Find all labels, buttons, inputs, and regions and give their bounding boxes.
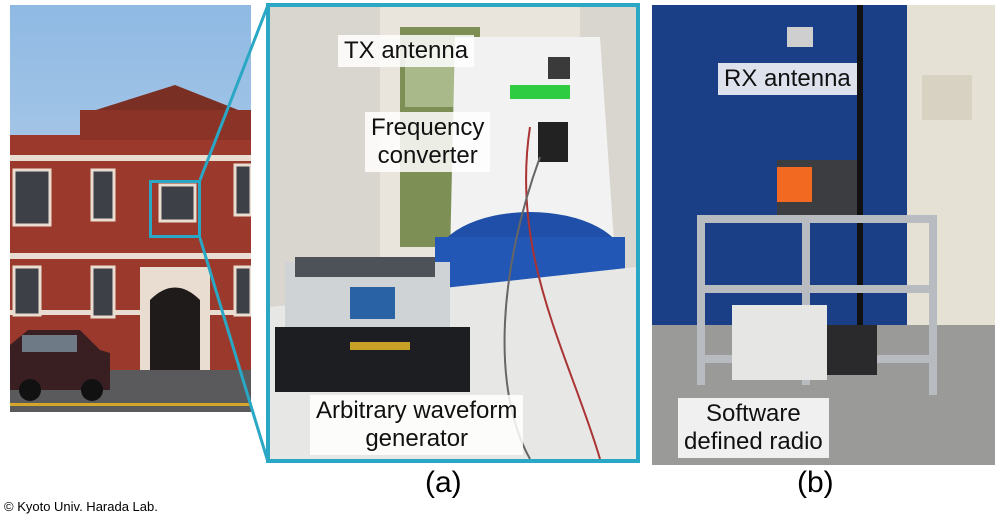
window-highlight-box: [149, 180, 201, 238]
sdr-label-line2: defined radio: [684, 428, 823, 455]
awg-label-line2: generator: [365, 425, 469, 452]
caption-a: (a): [425, 466, 462, 499]
rx-setup-photo: RX antenna Software defined radio: [652, 5, 995, 465]
rx-antenna-label: RX antenna: [718, 63, 857, 95]
caption-b: (b): [797, 466, 834, 499]
frequency-converter-label: Frequency converter: [365, 112, 491, 172]
frequency-converter-label-line1: Frequency: [371, 114, 485, 141]
copyright-credit: © Kyoto Univ. Harada Lab.: [4, 499, 158, 514]
sdr-label-line1: Software: [706, 400, 801, 427]
building-illustration: [10, 5, 251, 412]
frequency-converter-label-line2: converter: [377, 142, 478, 169]
sdr-label: Software defined radio: [678, 398, 829, 458]
tx-antenna-label: TX antenna: [338, 35, 475, 67]
tx-setup-photo: TX antenna Frequency converter Arbitrary…: [266, 3, 640, 463]
building-photo: [10, 5, 251, 412]
awg-label: Arbitrary waveform generator: [310, 395, 524, 455]
tx-setup-illustration: [270, 7, 636, 459]
awg-label-line1: Arbitrary waveform: [316, 397, 518, 424]
